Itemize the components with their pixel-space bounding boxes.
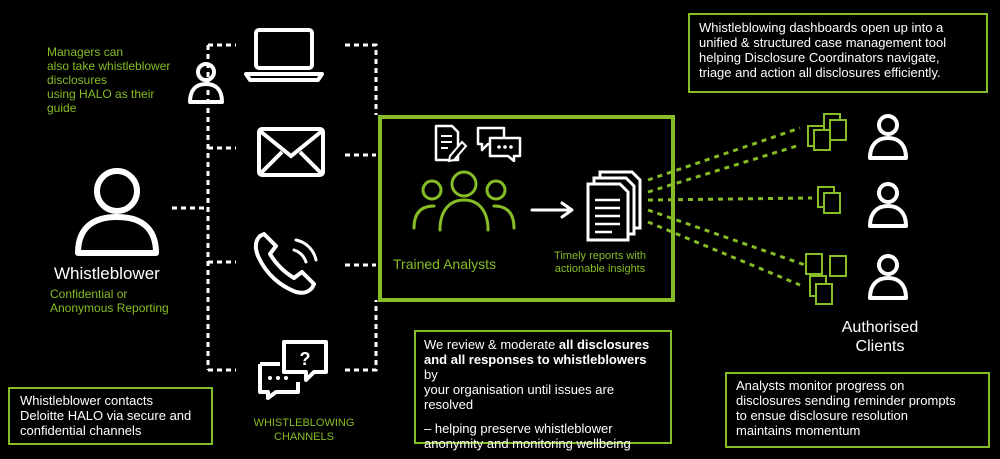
channels-label-line1: WHISTLEBLOWING xyxy=(253,417,355,429)
analysts-label: Trained Analysts xyxy=(393,256,496,272)
laptop-icon xyxy=(244,28,324,82)
channels-label: WHISTLEBLOWING CHANNELS xyxy=(244,416,364,444)
managers-note-line: guide xyxy=(47,101,77,115)
dashboard-box: Whistleblowing dashboards open up into a… xyxy=(688,13,988,93)
client-person-icon xyxy=(868,182,908,228)
client-docs-icon xyxy=(807,113,847,151)
review-box: We review & moderate all disclosures and… xyxy=(414,330,672,451)
clients-label-line2: Clients xyxy=(855,338,905,355)
whistleblower-subtitle: Confidential or Anonymous Reporting xyxy=(50,287,169,315)
whistleblower-sub1: Confidential or xyxy=(50,287,128,301)
monitor-line: to ensue disclosure resolution xyxy=(736,408,908,423)
managers-note-line: using HALO as their xyxy=(47,87,155,101)
monitor-line: disclosures sending reminder prompts xyxy=(736,393,956,408)
managers-note-line: disclosures xyxy=(47,73,108,87)
contacts-line: confidential channels xyxy=(20,423,142,438)
whistleblower-title: Whistleblower xyxy=(54,264,160,283)
client-person-icon xyxy=(868,114,908,160)
review-line-1: We review & moderate all disclosures xyxy=(424,337,662,352)
clients-label: Authorised Clients xyxy=(830,318,930,356)
review-line-2-bold: and all responses to whistleblowers xyxy=(424,352,647,367)
whistleblower-sub2: Anonymous Reporting xyxy=(50,301,169,315)
monitor-box: Analysts monitor progress on disclosures… xyxy=(725,372,990,448)
review-line-1a: We review & moderate xyxy=(424,337,559,352)
managers-note: Managers can also take whistleblower dis… xyxy=(47,45,187,115)
dashboard-line: unified & structured case management too… xyxy=(699,35,947,50)
channels-label-line2: CHANNELS xyxy=(274,431,334,443)
client-person-icon xyxy=(868,254,908,300)
review-line-4: resolved xyxy=(424,397,474,412)
reports-label-line2: actionable insights xyxy=(554,263,646,275)
managers-note-line: Managers can xyxy=(47,45,124,59)
analysts-box xyxy=(378,115,675,302)
review-line-1b: all disclosures xyxy=(558,337,650,352)
phone-icon xyxy=(253,232,318,295)
review-line-2: and all responses to whistleblowers by xyxy=(424,352,662,382)
reports-stack-icon xyxy=(586,170,642,242)
dashboard-line: triage and action all disclosures effici… xyxy=(699,65,941,80)
email-icon xyxy=(257,127,325,177)
document-edit-icon xyxy=(434,124,468,163)
client-docs-icon xyxy=(805,253,847,305)
monitor-line: Analysts monitor progress on xyxy=(736,378,905,393)
dashboard-line: helping Disclosure Coordinators navigate… xyxy=(699,50,940,65)
dashboard-line: Whistleblowing dashboards open up into a xyxy=(699,20,944,35)
svg-text:?: ? xyxy=(300,349,311,369)
reports-label: Timely reports with actionable insights xyxy=(540,250,660,276)
group-icon xyxy=(412,170,516,232)
monitor-line: maintains momentum xyxy=(736,423,861,438)
client-docs-icon xyxy=(817,186,841,214)
contacts-box: Whistleblower contacts Deloitte HALO via… xyxy=(8,387,213,445)
manager-person-icon xyxy=(188,62,224,104)
arrow-icon xyxy=(530,201,574,219)
contacts-line: Whistleblower contacts xyxy=(20,393,153,408)
managers-note-line: also take whistleblower xyxy=(47,59,171,73)
chat-bubbles-icon xyxy=(476,126,522,162)
review-line-3: your organisation until issues are xyxy=(424,382,615,397)
contacts-line: Deloitte HALO via secure and xyxy=(20,408,192,423)
review-line-6: anonymity and monitoring wellbeing xyxy=(424,436,631,451)
reports-label-line1: Timely reports with xyxy=(554,250,646,262)
whistleblower-person-icon xyxy=(75,168,159,256)
clients-label-line1: Authorised xyxy=(841,319,919,336)
chat-icon: ? xyxy=(258,340,328,400)
review-line-5: – helping preserve whistleblower xyxy=(424,421,613,436)
review-line-2-cont: by xyxy=(424,367,438,382)
